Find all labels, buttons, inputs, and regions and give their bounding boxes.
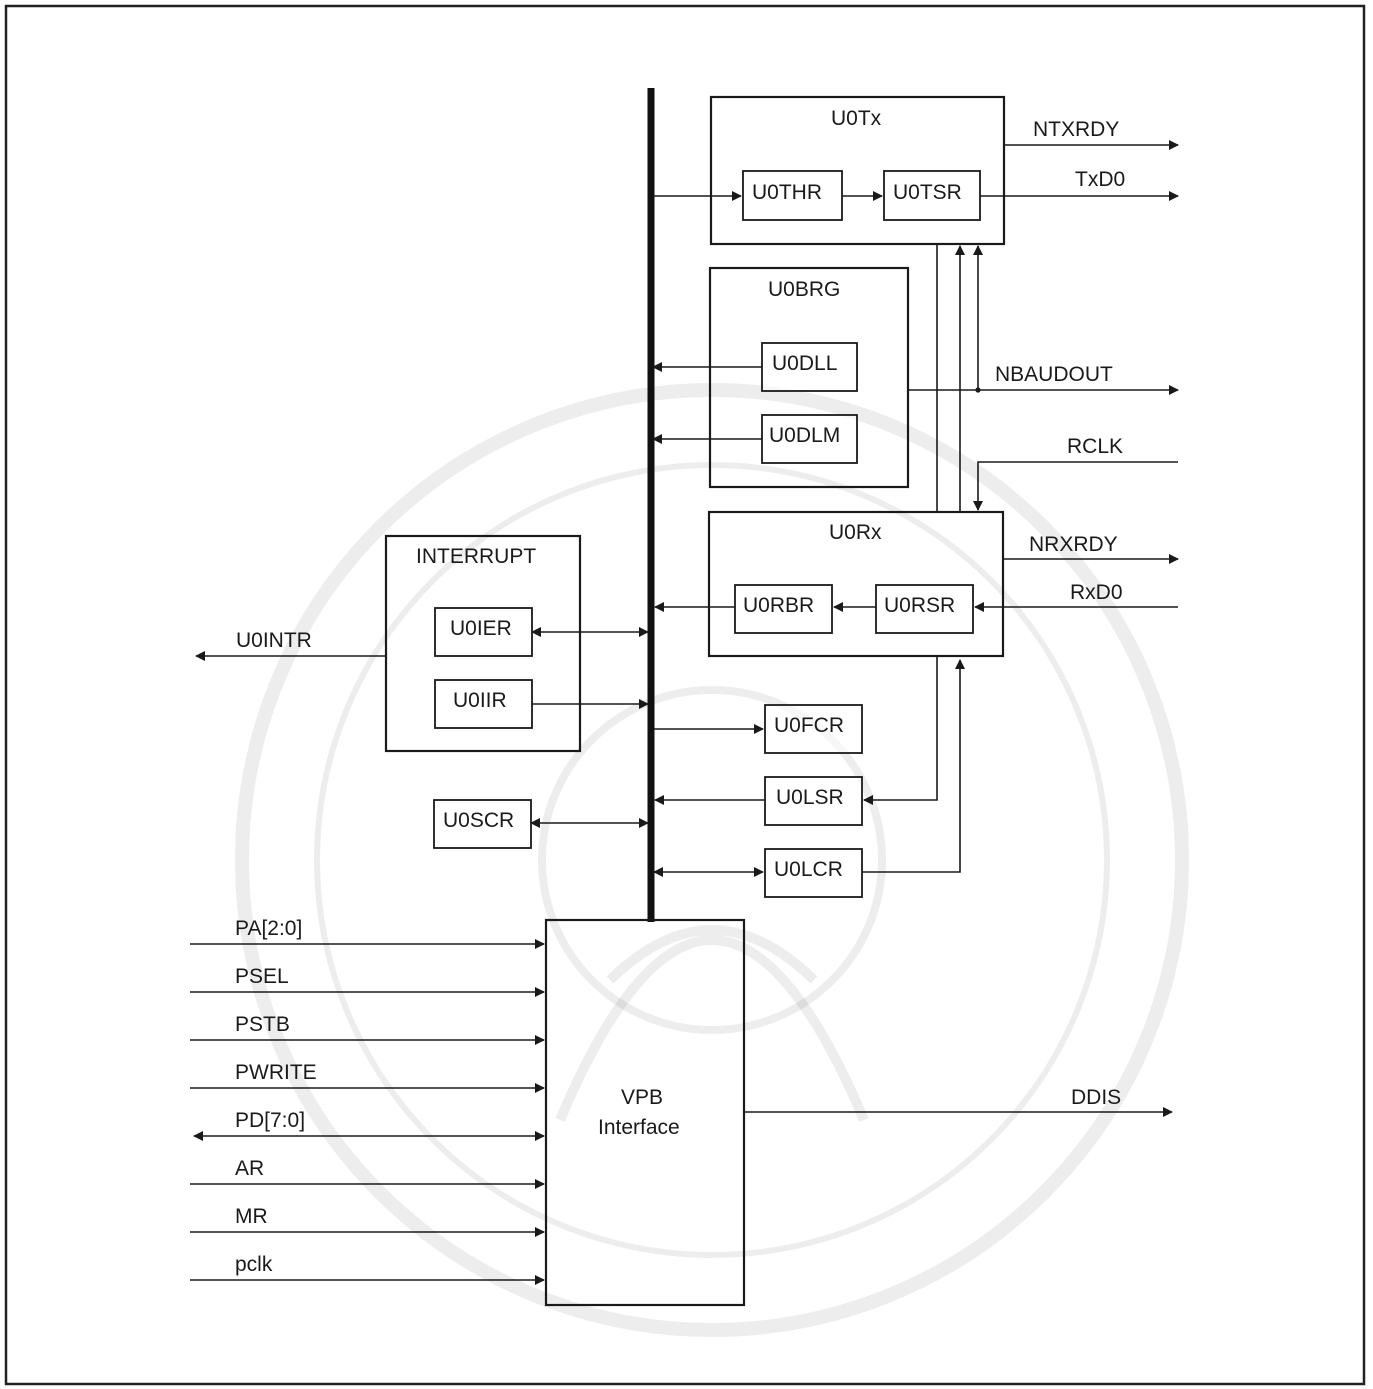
connections [190, 145, 1178, 1280]
mr-label: MR [235, 1205, 268, 1228]
txd0-label: TxD0 [1075, 168, 1125, 191]
u0brg-label: U0BRG [768, 278, 840, 301]
pd-label: PD[7:0] [235, 1109, 305, 1132]
interrupt-label: INTERRUPT [416, 545, 536, 568]
rxd0-label: RxD0 [1070, 581, 1123, 604]
ar-label: AR [235, 1157, 264, 1180]
vpb-label-line2: Interface [598, 1116, 680, 1139]
u0intr-label: U0INTR [236, 629, 312, 652]
u0scr-label: U0SCR [443, 809, 514, 832]
vpb-label-line1: VPB [621, 1086, 663, 1109]
u0ier-label: U0IER [450, 617, 512, 640]
university-seal-watermark [242, 390, 1182, 1330]
nrxrdy-label: NRXRDY [1029, 533, 1118, 556]
u0tx-label: U0Tx [831, 107, 882, 130]
ddis-label: DDIS [1071, 1086, 1121, 1109]
u0iir-label: U0IIR [453, 689, 507, 712]
rclk-label: RCLK [1067, 435, 1123, 458]
u0lsr-label: U0LSR [776, 786, 844, 809]
u0tsr-label: U0TSR [893, 181, 962, 204]
u0lcr-label: U0LCR [774, 858, 843, 881]
psel-label: PSEL [235, 965, 289, 988]
u0thr-label: U0THR [752, 181, 822, 204]
u0dlm-label: U0DLM [769, 424, 840, 447]
u0rx-block: U0Rx [709, 512, 1003, 656]
u0dll-label: U0DLL [772, 352, 837, 375]
ntxrdy-label: NTXRDY [1033, 118, 1119, 141]
pwrite-label: PWRITE [235, 1061, 317, 1084]
u0fcr-label: U0FCR [774, 714, 844, 737]
pstb-label: PSTB [235, 1013, 290, 1036]
u0rbr-label: U0RBR [743, 594, 814, 617]
nbaudout-label: NBAUDOUT [995, 363, 1113, 386]
pclk-label: pclk [235, 1253, 273, 1276]
u0rsr-label: U0RSR [884, 594, 955, 617]
u0rx-label: U0Rx [829, 521, 882, 544]
pa-label: PA[2:0] [235, 917, 302, 940]
